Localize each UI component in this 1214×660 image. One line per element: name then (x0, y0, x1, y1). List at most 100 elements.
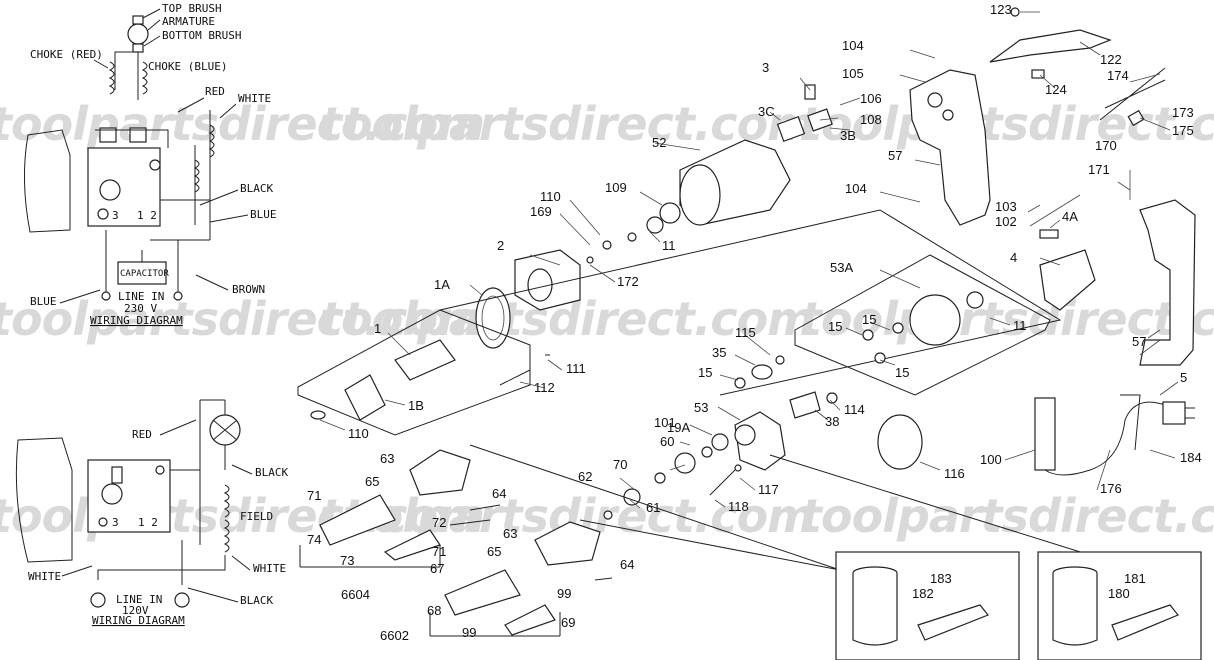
svg-text:WHITE: WHITE (28, 570, 61, 583)
part-label: 176 (1100, 481, 1122, 496)
part-label: 63 (380, 451, 394, 466)
part-label: 112 (534, 380, 555, 395)
top-brush-icon (132, 15, 144, 25)
part-label: 123 (990, 2, 1012, 17)
part-label: 6602 (380, 628, 409, 643)
svg-text:ARMATURE: ARMATURE (162, 15, 215, 28)
part-label: 38 (825, 414, 839, 429)
part-label: 15 (698, 365, 712, 380)
part-label: 99 (557, 586, 571, 601)
part-label: 111 (566, 361, 586, 376)
part-label: 4 (1010, 250, 1017, 265)
watermark-text: toolpartsdirect.com (0, 292, 484, 346)
part-label: 105 (842, 66, 864, 81)
watermark-text: toolpartsdirect.com (800, 489, 1214, 543)
part-label: 102 (995, 214, 1017, 229)
wiring-diagram-120v: 3 1 2 RED BLACK FIELD WHITE WHITE BLACK … (15, 399, 288, 627)
part-label: 104 (842, 38, 864, 53)
choke-red-coil (108, 61, 115, 95)
part-label: 171 (1088, 162, 1110, 177)
svg-text:BLACK: BLACK (255, 466, 288, 479)
part-label: 122 (1100, 52, 1122, 67)
part-67-blade (444, 569, 521, 616)
part-label: 116 (944, 466, 965, 481)
handle-icon (15, 437, 73, 563)
part-label: 181 (1124, 571, 1146, 586)
part-57-front-housing (1139, 199, 1196, 366)
svg-text:FIELD: FIELD (240, 510, 273, 523)
part-label: 57 (888, 148, 902, 163)
svg-text:LINE IN: LINE IN (118, 290, 164, 303)
watermark-text: toolpartsdirect.com (320, 97, 814, 151)
part-53a-gear-plate (909, 294, 961, 346)
svg-text:BLUE: BLUE (250, 208, 277, 221)
part-109-bearing (659, 202, 681, 224)
part-label: 169 (530, 204, 552, 219)
svg-text:CHOKE (RED): CHOKE (RED) (30, 48, 103, 61)
svg-text:RED: RED (132, 428, 152, 441)
part-label: 117 (758, 482, 779, 497)
part-label: 52 (652, 135, 666, 150)
part-label: 183 (930, 571, 952, 586)
armature-icon (127, 23, 149, 45)
part-label: 70 (613, 457, 627, 472)
svg-text:BROWN: BROWN (232, 283, 265, 296)
part-label: 101 (654, 415, 676, 430)
svg-text:TOP BRUSH: TOP BRUSH (162, 2, 222, 15)
part-122-lever (989, 29, 1112, 63)
part-label: 68 (427, 603, 441, 618)
svg-text:LINE IN: LINE IN (116, 593, 162, 606)
part-5-cord (1044, 401, 1166, 476)
part-label: 60 (660, 434, 674, 449)
part-label: 11 (1013, 318, 1027, 333)
part-label: 63 (503, 526, 517, 541)
part-label: 3 (762, 60, 769, 75)
part-label: 1 (374, 321, 381, 336)
part-1a-baffle (475, 287, 511, 349)
svg-text:CHOKE (BLUE): CHOKE (BLUE) (148, 60, 227, 73)
part-label: 57 (1132, 334, 1146, 349)
part-63-shear-head (409, 449, 471, 496)
svg-text:120V: 120V (122, 604, 149, 617)
watermark-text: toolpartsdirect.com (800, 97, 1214, 151)
svg-text:RED: RED (205, 85, 225, 98)
svg-text:3: 3 (112, 516, 119, 529)
part-label: 104 (845, 181, 867, 196)
watermark-text: toolpartsdirect.com (0, 97, 484, 151)
part-label: 73 (340, 553, 354, 568)
part-label: 5 (1180, 370, 1187, 385)
svg-text:CAPACITOR: CAPACITOR (120, 269, 169, 279)
part-label: 11 (662, 238, 676, 253)
part-label: 110 (540, 189, 561, 204)
part-label: 173 (1172, 105, 1194, 120)
part-4-switch (1039, 249, 1096, 311)
svg-text:BLACK: BLACK (240, 182, 273, 195)
svg-text:1 2: 1 2 (137, 209, 157, 222)
part-number-labels: 123 122 124 174 173 175 170 171 104 105 … (307, 2, 1202, 643)
part-69-blade (504, 604, 556, 636)
gearcase-kit-lines (439, 209, 1062, 396)
part-label: 4A (1062, 209, 1078, 224)
part-label: 69 (561, 615, 575, 630)
svg-text:WHITE: WHITE (253, 562, 286, 575)
part-label: 1A (434, 277, 450, 292)
part-label: 114 (844, 402, 865, 417)
part-label: 6604 (341, 587, 370, 602)
part-label: 180 (1108, 586, 1130, 601)
part-label: 19A (667, 420, 690, 435)
part-label: 99 (462, 625, 476, 640)
wiring-diagram-230v: TOP BRUSH ARMATURE BOTTOM BRUSH CHOKE (R… (23, 2, 277, 327)
part-label: 182 (912, 586, 934, 601)
field-coil-120v (223, 484, 230, 518)
part-1-armature (394, 339, 456, 381)
part-label: 115 (735, 325, 756, 340)
part-label: 175 (1172, 123, 1194, 138)
part-label: 15 (862, 312, 876, 327)
part-label: 2 (497, 238, 504, 253)
svg-text:BLUE: BLUE (30, 295, 57, 308)
part-123-screw (1010, 7, 1020, 17)
part-label: 184 (1180, 450, 1202, 465)
choke-blue-coil (141, 61, 148, 95)
